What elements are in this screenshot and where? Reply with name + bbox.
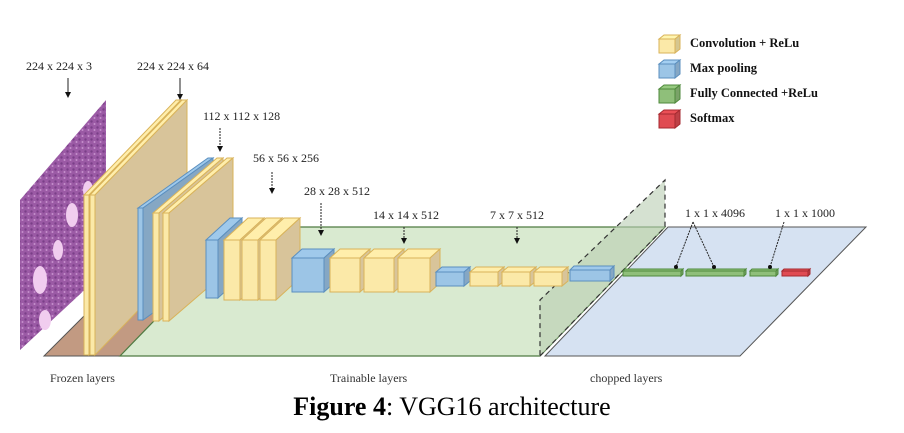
dimension-label: 224 x 224 x 3: [26, 59, 92, 73]
fc-layer: [748, 267, 780, 278]
chopped-layers-label: chopped layers: [590, 371, 663, 385]
arrow-line: [769, 221, 785, 268]
conv-layer: [500, 265, 538, 288]
image-cell: [53, 240, 63, 260]
cube-icon: [657, 33, 682, 55]
dimension-label: 56 x 56 x 256: [253, 151, 319, 165]
softmax-layer: [780, 267, 812, 278]
image-cell: [39, 310, 51, 330]
image-cell: [66, 203, 78, 227]
caption-text: : VGG16 architecture: [385, 392, 611, 421]
fc-layer: [684, 267, 748, 278]
legend-item: Softmax: [657, 108, 735, 130]
cube-icon: [657, 58, 682, 80]
conv-layer: [258, 216, 302, 302]
conv-layer: [532, 265, 570, 288]
arrow-line: [675, 221, 694, 268]
dimension-label: 112 x 112 x 128: [203, 109, 280, 123]
conv-layer: [396, 247, 442, 294]
fc-layer: [621, 267, 685, 278]
dimension-label: 1 x 1 x 4096: [685, 206, 745, 220]
dimension-label: 7 x 7 x 512: [490, 208, 544, 222]
conv-layer: [468, 265, 506, 288]
conv-layer: [328, 247, 372, 294]
cube-icon: [657, 108, 682, 130]
legend-label: Softmax: [690, 111, 735, 125]
legend-label: Fully Connected +ReLu: [690, 86, 818, 100]
maxpool-layer: [434, 265, 472, 288]
maxpool-layer: [568, 264, 616, 283]
legend-item: Convolution + ReLu: [657, 33, 799, 55]
dimension-label: 224 x 224 x 64: [137, 59, 209, 73]
arrow-line: [692, 221, 715, 268]
cube-icon: [657, 83, 682, 105]
frozen-layers-label: Frozen layers: [50, 371, 115, 385]
dimension-label: 14 x 14 x 512: [373, 208, 439, 222]
legend-label: Max pooling: [690, 61, 758, 75]
dimension-label: 28 x 28 x 512: [304, 184, 370, 198]
arrow-head: [401, 238, 407, 244]
maxpool-layer: [290, 247, 336, 294]
legend-item: Fully Connected +ReLu: [657, 83, 818, 105]
image-cell: [33, 266, 47, 294]
arrow-head: [514, 238, 520, 244]
legend-item: Max pooling: [657, 58, 758, 80]
dimension-label: 1 x 1 x 1000: [775, 206, 835, 220]
trainable-layers-label: Trainable layers: [330, 371, 408, 385]
arrow-head: [65, 92, 71, 98]
arrow-head: [269, 188, 275, 194]
figure-caption: Figure 4: VGG16 architecture: [0, 392, 904, 422]
arrow-head: [674, 265, 678, 269]
legend-label: Convolution + ReLu: [690, 36, 799, 50]
arrow-head: [318, 230, 324, 236]
arrow-head: [768, 265, 772, 269]
arrow-head: [712, 265, 716, 269]
arrow-head: [217, 146, 223, 152]
arrow-head: [177, 94, 183, 100]
caption-label: Figure 4: [293, 392, 386, 421]
conv-layer: [161, 156, 235, 323]
